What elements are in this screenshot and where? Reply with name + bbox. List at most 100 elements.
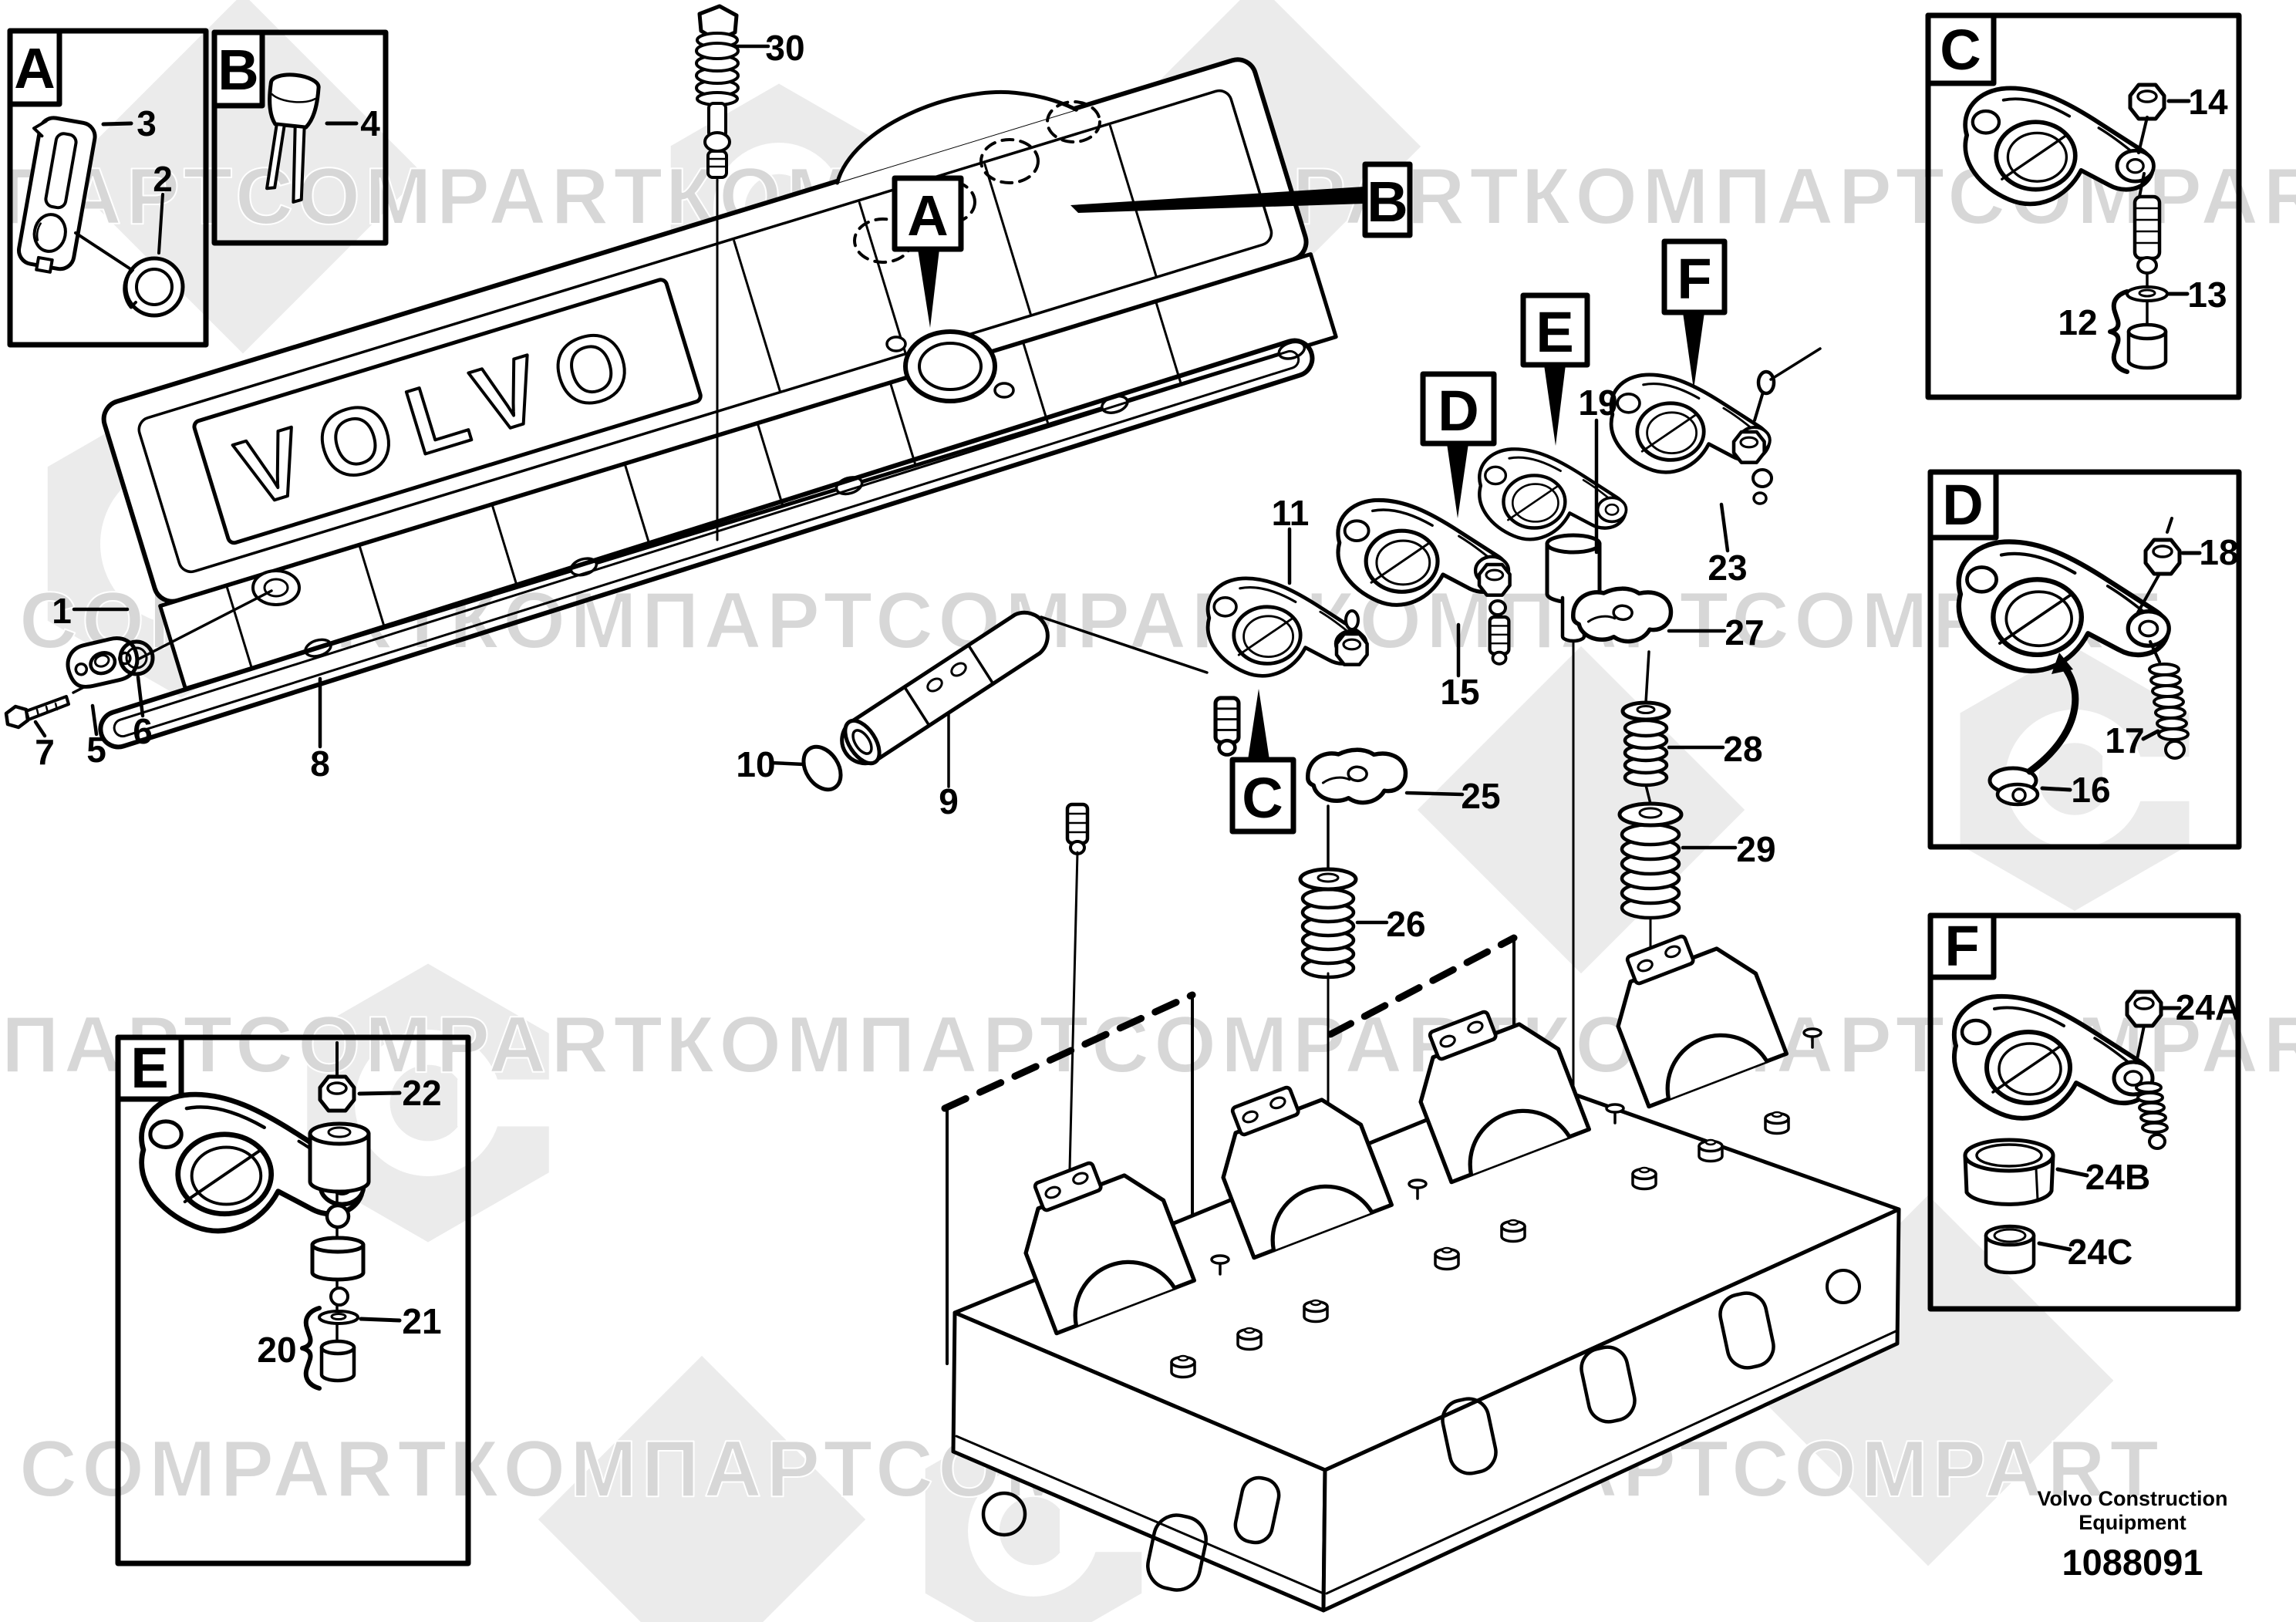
footer-company-line1: Volvo Construction	[2037, 1487, 2228, 1510]
cylinder-head	[951, 916, 1901, 1613]
callout-chip-C: C	[1229, 689, 1296, 835]
rocker-arm-15	[1338, 500, 1510, 663]
part-label-20: 20	[257, 1330, 296, 1370]
watermark-word: КОМПАРТ	[666, 1000, 1093, 1090]
arrow-16-head	[2052, 653, 2073, 674]
part-label-10: 10	[736, 744, 775, 784]
part-label-18: 18	[2199, 532, 2238, 572]
shaft-plug-10	[801, 744, 843, 792]
part-label-4: 4	[360, 103, 380, 143]
part-label-2: 2	[153, 159, 173, 199]
detail-box-C: C	[1925, 12, 2242, 400]
part-label-15: 15	[1440, 672, 1479, 712]
adjusting-screw-C	[2132, 172, 2162, 275]
part-label-28: 28	[1723, 729, 1762, 769]
plug-16	[1988, 766, 2040, 807]
callout-chip-D: D	[1420, 371, 1497, 518]
bushing-2	[123, 256, 185, 318]
callout-chip-B: B	[1070, 161, 1413, 238]
footer: Volvo Construction Equipment 1088091	[2009, 1487, 2256, 1583]
part-label-17: 17	[2105, 720, 2144, 760]
ball-E-upper	[325, 1203, 351, 1229]
watermark-word: COMPART	[235, 1000, 667, 1090]
breather-flange-5	[66, 636, 140, 689]
breather-mount-boss	[251, 569, 301, 606]
callout-letter-F: F	[1677, 247, 1711, 311]
part-label-24C: 24C	[2068, 1232, 2132, 1272]
part-label-21: 21	[402, 1301, 441, 1341]
cover-bolt-30	[695, 4, 740, 541]
adjusting-screw-24	[2135, 1081, 2169, 1150]
part-label-24A: 24A	[2176, 987, 2240, 1027]
part-label-22: 22	[402, 1073, 441, 1113]
part-label-12: 12	[2058, 302, 2097, 342]
detail-box-D: D	[1927, 469, 2242, 850]
detail-box-B: B	[211, 29, 389, 246]
callout-letter-E: E	[1536, 300, 1573, 364]
rocker-arm-23	[1611, 347, 1822, 505]
watermark-word: КОМПАРТ	[1522, 152, 1949, 241]
part-label-23: 23	[1708, 548, 1747, 588]
part-label-3: 3	[137, 103, 157, 143]
callout-chip-A: A	[892, 175, 964, 328]
ball-E-lower	[329, 1286, 349, 1307]
arrow-to-B	[1070, 187, 1364, 213]
watermark-word: COMPART	[19, 1425, 451, 1514]
callout-letter-B: B	[1367, 170, 1408, 234]
washer-21	[318, 1310, 359, 1325]
bushing-24C	[1984, 1224, 2036, 1275]
arrow-16-curve	[2026, 663, 2079, 775]
valve-spring-28	[1620, 650, 1671, 787]
detail-letter-A: A	[14, 36, 55, 100]
breather-bolt-7	[4, 695, 70, 730]
breather-parts	[4, 589, 273, 730]
part-label-13: 13	[2187, 275, 2227, 315]
part-label-19: 19	[1578, 383, 1617, 423]
bushing-20	[319, 1339, 356, 1383]
valve-bridge-25	[1306, 747, 1407, 805]
retainer-plate-3	[17, 116, 97, 274]
watermark-word: COMPART	[235, 152, 667, 241]
callout-chip-F: F	[1661, 238, 1728, 389]
detail-letter-F: F	[1944, 914, 1979, 978]
watermark-word: КОМПАРТ	[450, 1425, 877, 1514]
brace-20	[300, 1306, 322, 1391]
part-label-9: 9	[939, 781, 959, 821]
rocker-arm-11	[1208, 578, 1367, 755]
pivot-cylinder-E	[308, 1121, 371, 1194]
part-label-5: 5	[86, 730, 106, 770]
part-label-8: 8	[310, 744, 330, 784]
part-label-29: 29	[1736, 829, 1775, 869]
detail-box-E: E	[115, 1034, 471, 1566]
brace-12	[2108, 289, 2129, 374]
cover-gasket	[98, 338, 1315, 750]
oil-filler-opening	[885, 329, 1015, 403]
part-label-26: 26	[1386, 904, 1425, 944]
adjusting-screw-17	[2148, 640, 2190, 760]
footer-company-line2: Equipment	[2079, 1511, 2186, 1534]
detail-letter-C: C	[1940, 18, 1981, 82]
part-label-25: 25	[1461, 776, 1500, 816]
part-label-6: 6	[133, 711, 153, 751]
detail-letter-B: B	[217, 38, 258, 102]
detail-box-F: F	[1927, 912, 2241, 1312]
part-label-27: 27	[1725, 612, 1764, 653]
breather-oring-6	[118, 639, 155, 676]
part-label-24B: 24B	[2085, 1157, 2150, 1197]
footer-document-number: 1088091	[2062, 1542, 2203, 1583]
washer-13	[2126, 285, 2169, 302]
rocker-shaft-9	[801, 610, 1209, 792]
part-label-7: 7	[35, 732, 55, 772]
part-label-16: 16	[2071, 770, 2110, 810]
callout-chip-E: E	[1520, 292, 1590, 446]
callout-letter-C: C	[1242, 766, 1283, 830]
callout-letter-A: A	[907, 184, 948, 248]
bushing-12	[2126, 322, 2168, 370]
adjusting-screw-under-11	[1067, 804, 1087, 854]
valve-spring-29	[1617, 784, 1684, 998]
callout-letter-D: D	[1438, 379, 1478, 443]
detail-letter-E: E	[130, 1036, 168, 1100]
watermark-word: COMPART	[1731, 1425, 2163, 1514]
